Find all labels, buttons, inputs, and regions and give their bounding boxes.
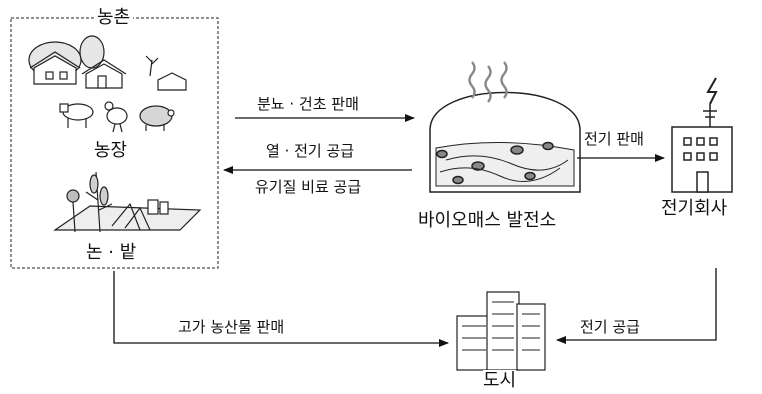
premium-produce-sale-label: 고가 농산물 판매 (178, 318, 285, 336)
organic-fertilizer-supply-label: 유기질 비료 공급 (255, 178, 362, 196)
biomass-dome (429, 61, 581, 193)
farm-illustration (28, 35, 187, 133)
farm-label: 농장 (94, 140, 128, 162)
arrow-electricity-supply (556, 268, 717, 344)
electricity-supply-label: 전기 공급 (580, 318, 640, 336)
village-title: 농촌 (94, 7, 134, 29)
city-buildings (456, 291, 546, 371)
manure-sale-label: 분뇨 · 건초 판매 (257, 95, 359, 113)
electricity-sale-label: 전기 판매 (584, 130, 644, 148)
field-illustration (53, 171, 202, 233)
city-label: 도시 (483, 370, 517, 392)
field-label: 논 · 밭 (86, 242, 137, 264)
power-company-label: 전기회사 (661, 198, 728, 220)
biomass-plant-label: 바이오매스 발전소 (418, 210, 557, 232)
village-box (10, 17, 219, 269)
arrow-premium-produce-sale (113, 271, 449, 347)
power-company-building (671, 77, 733, 193)
heat-power-supply-label: 열 · 전기 공급 (266, 142, 355, 160)
